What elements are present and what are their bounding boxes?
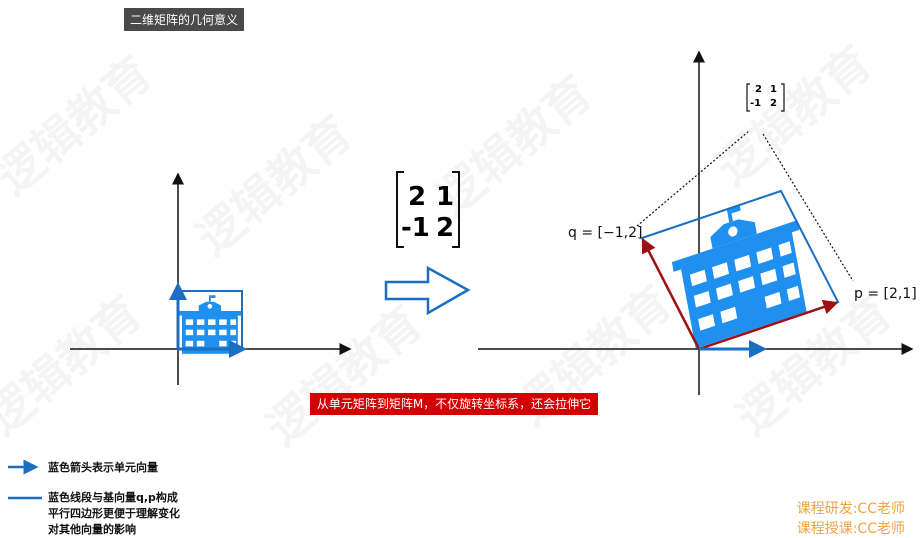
caption-banner: 从单元矩阵到矩阵M，不仅旋转坐标系，还会拉伸它 [310, 393, 598, 415]
right-coordinate-system [478, 50, 914, 395]
matrix-small-r2c2: 2 [770, 98, 777, 109]
building-icon [178, 295, 242, 354]
dotted-line-q [636, 130, 750, 227]
credit-teaching: 课程授课:CC老师 [796, 521, 905, 537]
dotted-line-p [762, 133, 854, 282]
vector-q-arrow [641, 237, 701, 350]
legend-line-text-3: 对其他向量的影响 [48, 523, 136, 536]
matrix-big-r2c1: -1 [401, 213, 430, 243]
left-coordinate-system [70, 172, 352, 385]
transform-arrow-icon [384, 265, 471, 316]
matrix-small-r1c1: 2 [755, 84, 762, 95]
legend-arrow-text: 蓝色箭头表示单元向量 [48, 461, 158, 474]
matrix-bracket-right [452, 171, 460, 248]
small-matrix-bracket-right [781, 83, 785, 112]
matrix-big-r1c2: 1 [436, 182, 455, 212]
credit-research: 课程研发:CC老师 [796, 501, 905, 517]
label-q: q = [−1,2] [568, 225, 643, 241]
label-p: p = [2,1] [854, 286, 917, 302]
vector-p-arrow [698, 299, 839, 351]
legend-line-text-2: 平行四边形更便于理解变化 [48, 507, 180, 520]
matrix-small-r2c1: -1 [750, 98, 762, 109]
matrix-small-r1c2: 1 [770, 84, 777, 95]
transformed-building-icon [665, 187, 814, 352]
matrix-bracket-left [396, 171, 404, 248]
matrix-big-r2c2: 2 [436, 213, 455, 243]
matrix-big-r1c1: 2 [408, 182, 427, 212]
small-matrix-bracket-left [746, 83, 750, 112]
slide-title: 二维矩阵的几何意义 [124, 8, 245, 31]
legend-line-text-1: 蓝色线段与基向量q,p构成 [48, 491, 178, 504]
